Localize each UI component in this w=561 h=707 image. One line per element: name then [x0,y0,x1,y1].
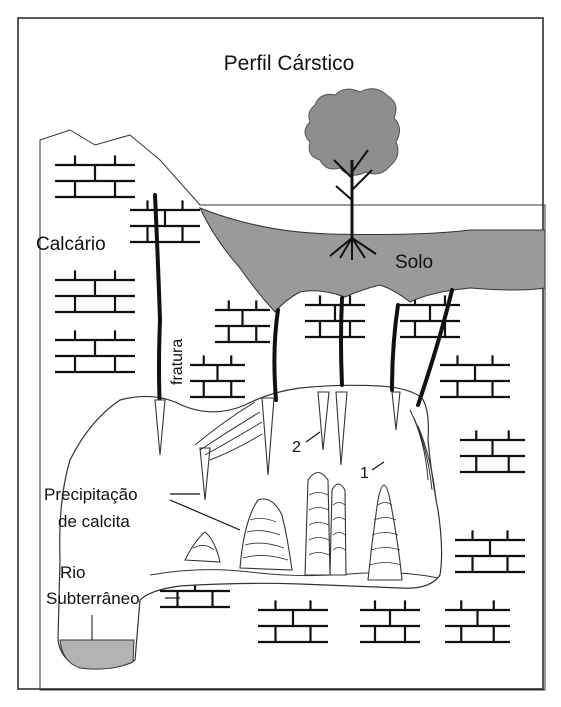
limestone-brick-block [455,530,525,572]
label-solo: Solo [395,252,433,273]
label-marker-1: 1 [360,465,369,482]
brick-lines [215,300,270,342]
label-fratura: fratura [169,339,186,385]
limestone-brick-block [440,355,510,397]
brick-lines [455,530,525,572]
limestone-brick-block [445,600,510,642]
brick-lines [190,355,245,397]
limestone-brick-block [55,270,135,312]
limestone-brick-block [360,600,420,642]
limestone-brick-block [258,600,328,642]
soil-layer [200,208,545,312]
limestone-brick-block [55,155,135,197]
limestone-brick-block [55,330,135,372]
fracture-left [155,195,160,410]
brick-lines [305,295,365,337]
brick-lines [360,600,420,642]
brick-lines [258,600,328,642]
limestone-brick-block [305,295,365,337]
label-marker-2: 2 [292,439,301,456]
label-calcario: Calcário [36,234,106,255]
brick-lines [445,600,510,642]
brick-lines [55,155,135,197]
limestone-brick-block [215,300,270,342]
label-rio-line1: Rio [60,563,86,582]
label-precipitacao-line1: Precipitação [44,485,138,504]
fracture-3 [341,298,342,385]
brick-lines [460,430,525,472]
fracture-5 [418,290,452,405]
brick-lines [55,270,135,312]
fractures [155,195,452,410]
limestone-brick-block [460,430,525,472]
stalagmite-column [330,484,346,575]
limestone-brick-block [130,200,200,242]
fracture-4 [392,305,398,390]
brick-lines [130,200,200,242]
page-title: Perfil Cárstico [224,52,355,75]
label-precipitacao-line2: de calcita [58,512,130,531]
underground-river-water [60,640,134,669]
fracture-2 [274,310,278,400]
brick-lines [55,330,135,372]
brick-lines [440,355,510,397]
label-rio-line2: Subterrâneo [46,589,140,608]
limestone-brick-block [190,355,245,397]
